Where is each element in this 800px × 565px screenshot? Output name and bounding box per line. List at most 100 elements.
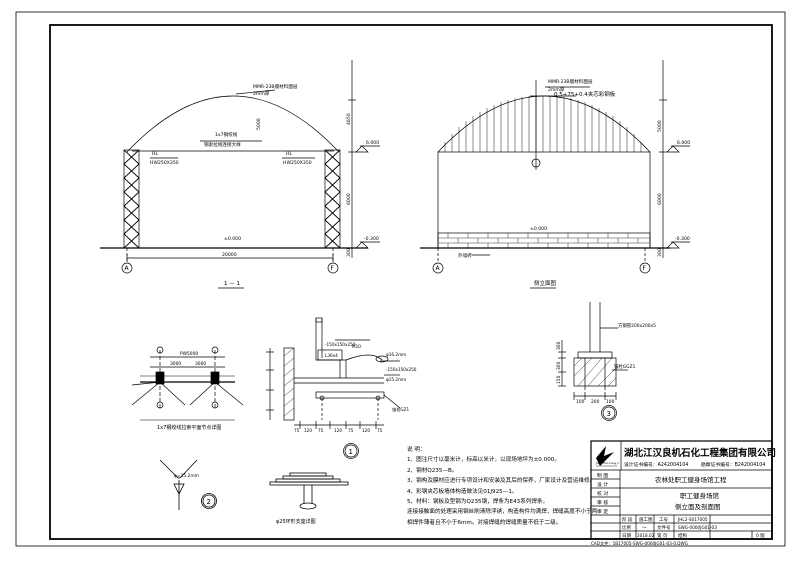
plan-dim-a: PW5000	[180, 351, 198, 357]
detail-3-text: 方钢管200x200x5 锚栓GGZ1 100 200 100 300 300 …	[556, 322, 656, 418]
level-ground: ±0.000	[224, 236, 241, 242]
side-axis-f-bubble	[639, 262, 651, 274]
svg-text:75: 75	[318, 428, 324, 433]
caption-plan: 1x7钢绞线拉索平面节点详图	[157, 424, 221, 431]
side-axis-f-label: F	[643, 265, 647, 272]
plan-detail-text: PW5000 3000 3000 1x7钢绞线拉索平面节点详图	[157, 351, 221, 431]
side-wall	[437, 151, 651, 249]
detail-2-marker	[202, 494, 216, 508]
detail-3-marker-label: 3	[607, 410, 611, 418]
note-line: 4、彩钢夹芯板墙体构造做法见01J925—1。	[407, 488, 518, 495]
axis-f-bubble	[327, 262, 339, 274]
svg-text:0 版: 0 版	[756, 532, 765, 539]
detail-1-label-b: L36x4	[325, 353, 338, 358]
detail-3-label-anchor: 锚栓GGZ1	[614, 363, 636, 370]
svg-text:JHL2-S017005: JHL2-S017005	[677, 517, 708, 522]
svg-text:150: 150	[556, 375, 562, 384]
detail-1-label-f: φ15.2mm	[386, 377, 406, 382]
svg-text:审 定: 审 定	[597, 508, 608, 515]
side-label-thickness: 2mm厚	[548, 87, 565, 93]
note-line: 2、钢材Q235—B。	[407, 467, 458, 474]
side-dim-column: 6000	[657, 193, 663, 205]
label-rod-detail: 钢索拉线连接大样	[204, 141, 241, 148]
detail-1-marker	[344, 444, 358, 458]
notes-heading: 说 明：	[407, 447, 426, 453]
plan-dim-c: 3000	[195, 361, 206, 367]
svg-text:校 对: 校 对	[597, 490, 608, 497]
svg-text:120: 120	[304, 428, 312, 433]
label-hw-left: HW250X350	[150, 160, 179, 166]
side-dim-base: 300	[657, 248, 663, 257]
svg-text:阶 段: 阶 段	[622, 516, 633, 523]
project-name: 农林处职工健身场馆工程	[655, 475, 727, 484]
detail-1-wall	[283, 347, 295, 421]
caption-1-1: 1 — 1	[224, 281, 240, 287]
side-label-membrane: MMR-23B膜材料面层	[548, 78, 593, 85]
note-line: 1、图注尺寸以毫米计，标高以米计，以现场地坪为±0.000。	[407, 457, 560, 464]
svg-text:Jiang Han Liang Ji: Jiang Han Liang Ji	[595, 461, 619, 465]
side-level-top: 6.000	[677, 140, 690, 146]
detail-2-label: φ=15.2mm	[174, 473, 199, 479]
dim-base: 300	[346, 248, 352, 257]
ring-detail	[269, 472, 349, 510]
survey-cert: 勘察证书编号：B242004104	[701, 461, 765, 468]
detail-1-marker-label: 1	[349, 448, 353, 456]
side-dim-rise: 5000	[657, 120, 663, 132]
detail-3-marker	[602, 406, 616, 420]
side-level-bottom: -0.300	[675, 236, 690, 242]
caption-ring: φ25环形支座详图	[276, 518, 316, 525]
detail-2-marker-label: 2	[207, 498, 211, 506]
axis-a-label: A	[125, 265, 130, 272]
svg-text:300: 300	[556, 341, 562, 350]
svg-text:设 计: 设 计	[597, 481, 608, 488]
membrane-arch	[126, 95, 340, 153]
svg-text:100: 100	[576, 399, 585, 405]
elevation-1-1-text: MMR-23B膜材料面层 2mm厚 1x7钢绞线 钢索拉线连接大样 HL HW2…	[125, 83, 380, 287]
company-logo: Jiang Han Liang Ji	[595, 446, 619, 467]
label-membrane: MMR-23B膜材料面层	[253, 83, 298, 90]
elevation-1-1	[100, 60, 380, 274]
svg-text:制 图: 制 图	[597, 472, 608, 479]
detail-2	[159, 459, 217, 510]
note-line: 相焊件薄者且不小于6mm。对接焊缝的焊缝质量不低于二级。	[407, 519, 562, 526]
label-hl-left: HL	[152, 151, 158, 157]
axis-f-label: F	[331, 265, 335, 272]
svg-text:日期: 日期	[622, 533, 631, 539]
title-block	[590, 440, 773, 540]
side-elevation-text: MMR-23B膜材料面层 2mm厚 0.5+75+0.4夹芯彩钢板 5000 6…	[436, 78, 691, 287]
note-line: 连接接触面的处理采用钢丝刷清除浮锈，构造构件均满焊，焊缝高度不小于两	[407, 509, 598, 516]
caption-side: 侧立面图	[534, 279, 557, 287]
dim-column: 6000	[346, 193, 352, 205]
detail-1-label-c: φ16.2mm	[386, 352, 406, 357]
dim-rise: 5000	[256, 118, 262, 130]
svg-text:100: 100	[606, 399, 615, 405]
svg-text:施工图: 施工图	[639, 516, 653, 523]
label-hl-right: HL	[286, 151, 292, 157]
label-rod: 1x7钢绞线	[215, 131, 238, 138]
design-notes: 说 明： 1、图注尺寸以毫米计，标高以米计，以现场地坪为±0.000。 2、钢材…	[407, 445, 597, 528]
detail-3-label-plate: 方钢管200x200x5	[618, 322, 656, 329]
svg-text:120: 120	[334, 428, 342, 433]
svg-text:结构: 结构	[678, 532, 687, 539]
sheet-inner-border	[49, 24, 773, 540]
plan-detail	[131, 346, 244, 421]
dim-top: 4650	[346, 113, 352, 125]
detail-1-label-e: -150x150x250	[386, 367, 417, 372]
axis-a-bubble	[121, 262, 133, 274]
svg-text:比例: 比例	[622, 524, 631, 531]
detail-1-text: -150x150x250 L36x4 φ16.2mm M10 -150x150x…	[294, 342, 417, 456]
side-label-wall: 外墙砖	[458, 252, 472, 259]
cad-file: CAD文件：1B17005-SWG-0000JG01-03-0.DWG	[591, 540, 688, 547]
drawing-title-2: 侧立面及剖面图	[675, 502, 721, 511]
svg-text:75: 75	[348, 428, 354, 433]
detail-3	[558, 302, 628, 421]
svg-text:SWG-0000JG01-03: SWG-0000JG01-03	[678, 525, 717, 530]
svg-text:～: ～	[642, 526, 647, 531]
svg-text:第 页: 第 页	[657, 532, 668, 539]
label-hw-right: HW250X350	[283, 160, 312, 166]
detail-1	[266, 317, 401, 459]
level-top: 6.000	[366, 140, 379, 146]
svg-text:300: 300	[556, 361, 562, 370]
drawing-title-1: 职工健身场馆	[680, 491, 720, 500]
detail-1-label-d: M10	[352, 344, 361, 349]
